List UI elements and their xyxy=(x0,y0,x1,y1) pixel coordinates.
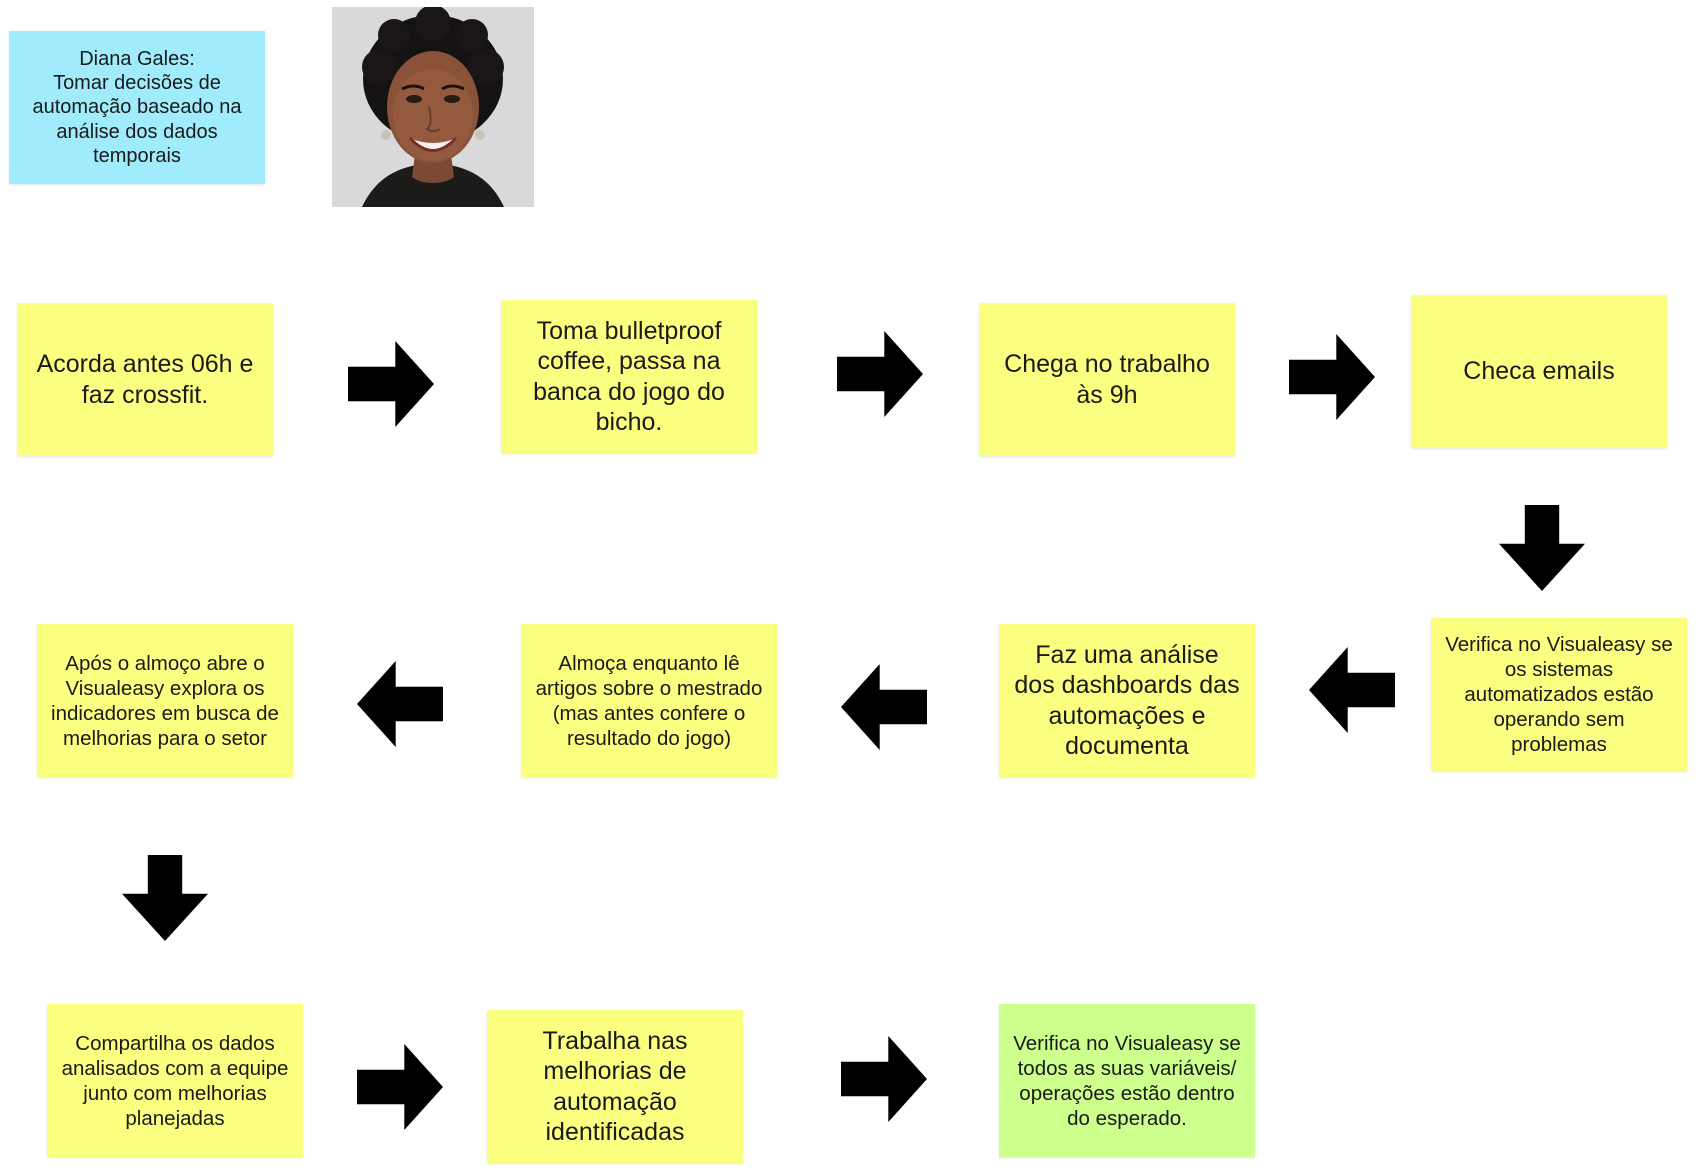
persona-label-line: Diana Gales: xyxy=(79,47,195,70)
step-text: Checa emails xyxy=(1463,357,1615,386)
persona-photo xyxy=(332,7,534,207)
step-text: Acorda antes 06h e faz crossfit. xyxy=(36,350,254,409)
step-card-6: Faz uma análise dos dashboards das autom… xyxy=(999,624,1255,777)
persona-label-line: Tomar decisões de xyxy=(53,71,221,94)
arrow-right-icon xyxy=(1289,334,1375,420)
step-card-11: Verifica no Visualeasy se todos as suas … xyxy=(999,1004,1255,1157)
arrow-left-icon xyxy=(357,661,443,747)
step-card-7: Almoça enquanto lê artigos sobre o mestr… xyxy=(521,624,777,777)
arrow-left-icon xyxy=(841,664,927,750)
arrow-down-icon xyxy=(1499,505,1585,591)
step-card-1: Acorda antes 06h e faz crossfit. xyxy=(17,303,273,456)
step-card-8: Após o almoço abre o Visualeasy explora … xyxy=(37,624,293,777)
arrow-right-icon xyxy=(837,331,923,417)
arrow-left-icon xyxy=(1309,647,1395,733)
step-text: Faz uma análise dos dashboards das autom… xyxy=(1014,640,1240,761)
step-text: Almoça enquanto lê artigos sobre o mestr… xyxy=(535,651,763,750)
step-text: Após o almoço abre o Visualeasy explora … xyxy=(51,651,279,750)
step-card-9: Compartilha os dados analisados com a eq… xyxy=(47,1004,303,1157)
arrow-right-icon xyxy=(357,1044,443,1130)
step-card-4: Checa emails xyxy=(1411,295,1667,448)
persona-label-line: temporais xyxy=(93,145,181,168)
arrow-right-icon xyxy=(348,341,434,427)
step-text: Compartilha os dados analisados com a eq… xyxy=(61,1031,289,1130)
arrow-down-icon xyxy=(122,855,208,941)
arrow-right-icon xyxy=(841,1036,927,1122)
persona-label: Diana Gales: Tomar decisões de automação… xyxy=(9,31,265,184)
persona-label-line: automação baseado na xyxy=(32,96,242,119)
step-text: Verifica no Visualeasy se todos as suas … xyxy=(1013,1031,1241,1130)
step-text: Verifica no Visualeasy se os sistemas au… xyxy=(1445,633,1673,756)
step-card-2: Toma bulletproof coffee, passa na banca … xyxy=(501,300,757,453)
step-text: Trabalha nas melhorias de automação iden… xyxy=(542,1026,688,1147)
persona-label-line: análise dos dados xyxy=(56,120,218,143)
step-card-5: Verifica no Visualeasy se os sistemas au… xyxy=(1431,618,1687,771)
step-text: Chega no trabalho às 9h xyxy=(1004,350,1210,409)
step-text: Toma bulletproof coffee, passa na banca … xyxy=(533,316,725,437)
step-card-10: Trabalha nas melhorias de automação iden… xyxy=(487,1010,743,1163)
step-card-3: Chega no trabalho às 9h xyxy=(979,303,1235,456)
